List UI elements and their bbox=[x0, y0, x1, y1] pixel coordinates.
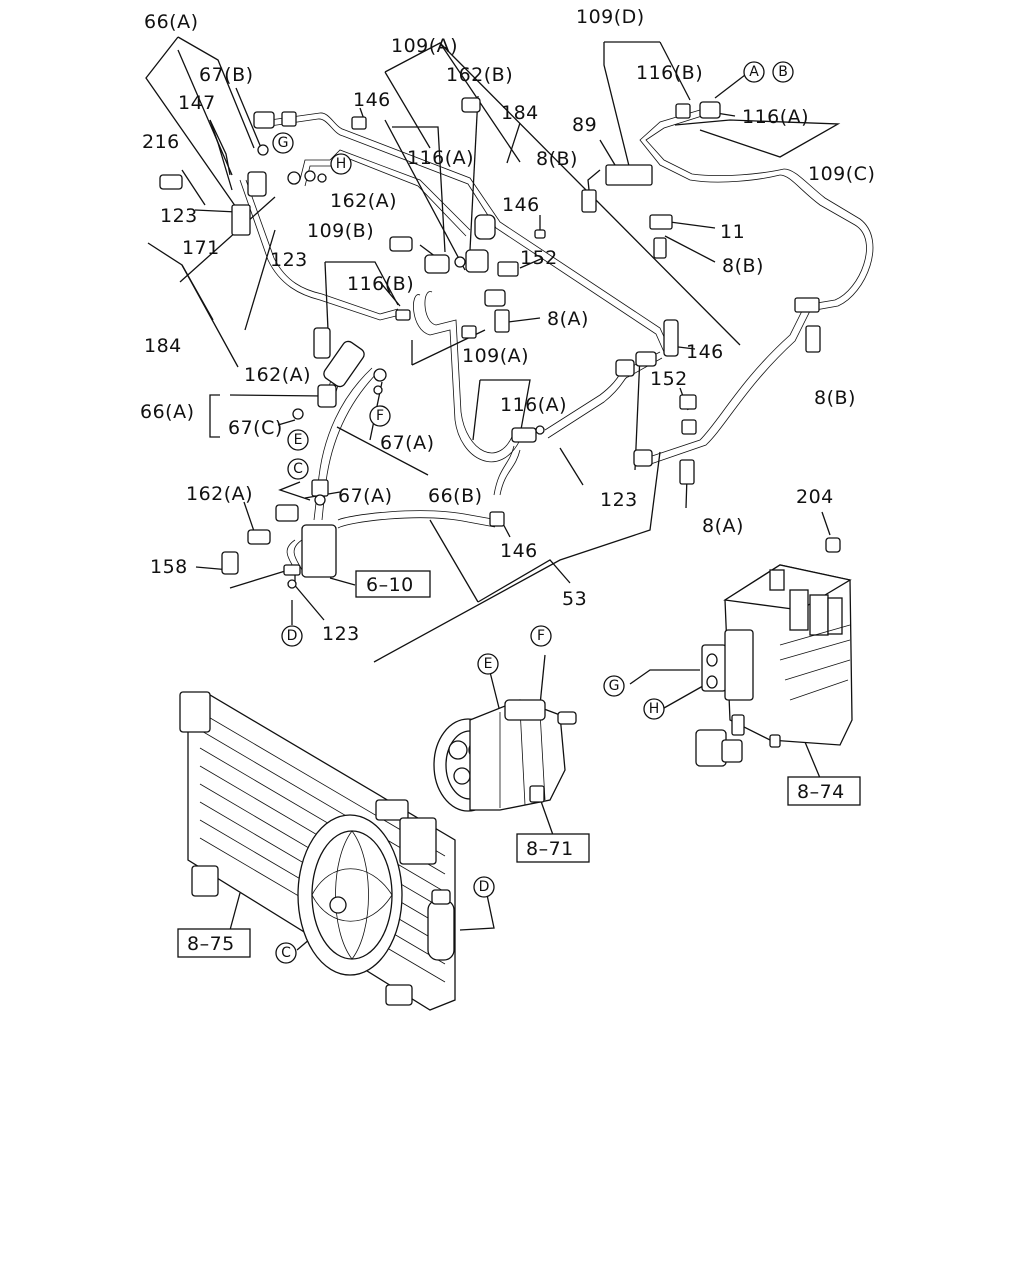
box-ref-8-74: 8–74 bbox=[797, 781, 845, 803]
ref-e-compressor: E bbox=[484, 656, 493, 672]
ref-g-top: G bbox=[278, 135, 289, 151]
label-67c: 67(C) bbox=[228, 417, 283, 439]
ref-c-mid: C bbox=[293, 461, 303, 477]
ref-e-mid: E bbox=[294, 432, 303, 448]
label-109b: 109(B) bbox=[307, 220, 374, 242]
label-146-top: 146 bbox=[353, 89, 391, 111]
label-8a-mid: 8(A) bbox=[547, 308, 589, 330]
label-67a-low: 67(A) bbox=[338, 485, 393, 507]
label-109a-top: 109(A) bbox=[391, 35, 458, 57]
part-labels: 66(A) 67(B) 147 216 123 171 123 184 109(… bbox=[140, 6, 875, 645]
compressor-assembly bbox=[433, 699, 577, 812]
label-109a-mid: 109(A) bbox=[462, 345, 529, 367]
label-116a-mid: 116(A) bbox=[407, 147, 474, 169]
box-ref-8-71: 8–71 bbox=[526, 838, 574, 860]
label-123-mid: 123 bbox=[600, 489, 638, 511]
ref-h-evaporator: H bbox=[649, 701, 660, 717]
label-171: 171 bbox=[182, 237, 220, 259]
label-8a-right: 8(A) bbox=[702, 515, 744, 537]
label-66a-top: 66(A) bbox=[144, 11, 199, 33]
ref-d-condenser: D bbox=[479, 879, 490, 895]
evaporator-unit bbox=[695, 537, 853, 767]
ref-h-top: H bbox=[336, 156, 347, 172]
label-158: 158 bbox=[150, 556, 188, 578]
boxed-references: 6–10 8–74 8–71 8–75 bbox=[177, 570, 861, 958]
label-216: 216 bbox=[142, 131, 180, 153]
label-123-low: 123 bbox=[322, 623, 360, 645]
label-152-right: 152 bbox=[650, 368, 688, 390]
box-ref-6-10: 6–10 bbox=[366, 574, 414, 596]
label-109d: 109(D) bbox=[576, 6, 645, 28]
label-11: 11 bbox=[720, 221, 745, 243]
label-66a-left: 66(A) bbox=[140, 401, 195, 423]
label-146-mid: 146 bbox=[502, 194, 540, 216]
reference-circles: A B G H F E C D E F G H C D bbox=[272, 61, 794, 964]
label-162a-low: 162(A) bbox=[186, 483, 253, 505]
ref-g-evaporator: G bbox=[609, 678, 620, 694]
label-66b: 66(B) bbox=[428, 485, 483, 507]
ref-d-mid: D bbox=[287, 628, 298, 644]
label-8b-b: 8(B) bbox=[722, 255, 764, 277]
label-162b: 162(B) bbox=[446, 64, 513, 86]
ref-a-top: A bbox=[749, 64, 759, 80]
ref-b-top: B bbox=[778, 64, 788, 80]
label-67b: 67(B) bbox=[199, 64, 254, 86]
label-116a-low: 116(A) bbox=[500, 394, 567, 416]
ref-f-mid: F bbox=[376, 408, 384, 424]
label-8b-c: 8(B) bbox=[814, 387, 856, 409]
label-146-right: 146 bbox=[686, 341, 724, 363]
condenser-assembly bbox=[179, 691, 456, 1011]
label-123-b: 123 bbox=[270, 249, 308, 271]
label-146-low: 146 bbox=[500, 540, 538, 562]
label-184-left: 184 bbox=[144, 335, 182, 357]
ref-c-condenser: C bbox=[281, 945, 291, 961]
refrigerant-pipes bbox=[239, 109, 874, 571]
label-116b-mid: 116(B) bbox=[347, 273, 414, 295]
label-152-mid: 152 bbox=[520, 247, 558, 269]
label-147: 147 bbox=[178, 92, 216, 114]
label-89: 89 bbox=[572, 114, 597, 136]
ref-f-compressor: F bbox=[537, 628, 545, 644]
label-184-top: 184 bbox=[501, 102, 539, 124]
label-162a-left: 162(A) bbox=[244, 364, 311, 386]
label-116a-right: 116(A) bbox=[742, 106, 809, 128]
label-123-a: 123 bbox=[160, 205, 198, 227]
label-8b-a: 8(B) bbox=[536, 148, 578, 170]
fittings-and-bolts bbox=[159, 97, 821, 589]
label-53: 53 bbox=[562, 588, 587, 610]
label-116b-top: 116(B) bbox=[636, 62, 703, 84]
label-204: 204 bbox=[796, 486, 834, 508]
label-162a-mid: 162(A) bbox=[330, 190, 397, 212]
label-109c: 109(C) bbox=[808, 163, 875, 185]
box-ref-8-75: 8–75 bbox=[187, 933, 235, 955]
label-67a-mid: 67(A) bbox=[380, 432, 435, 454]
